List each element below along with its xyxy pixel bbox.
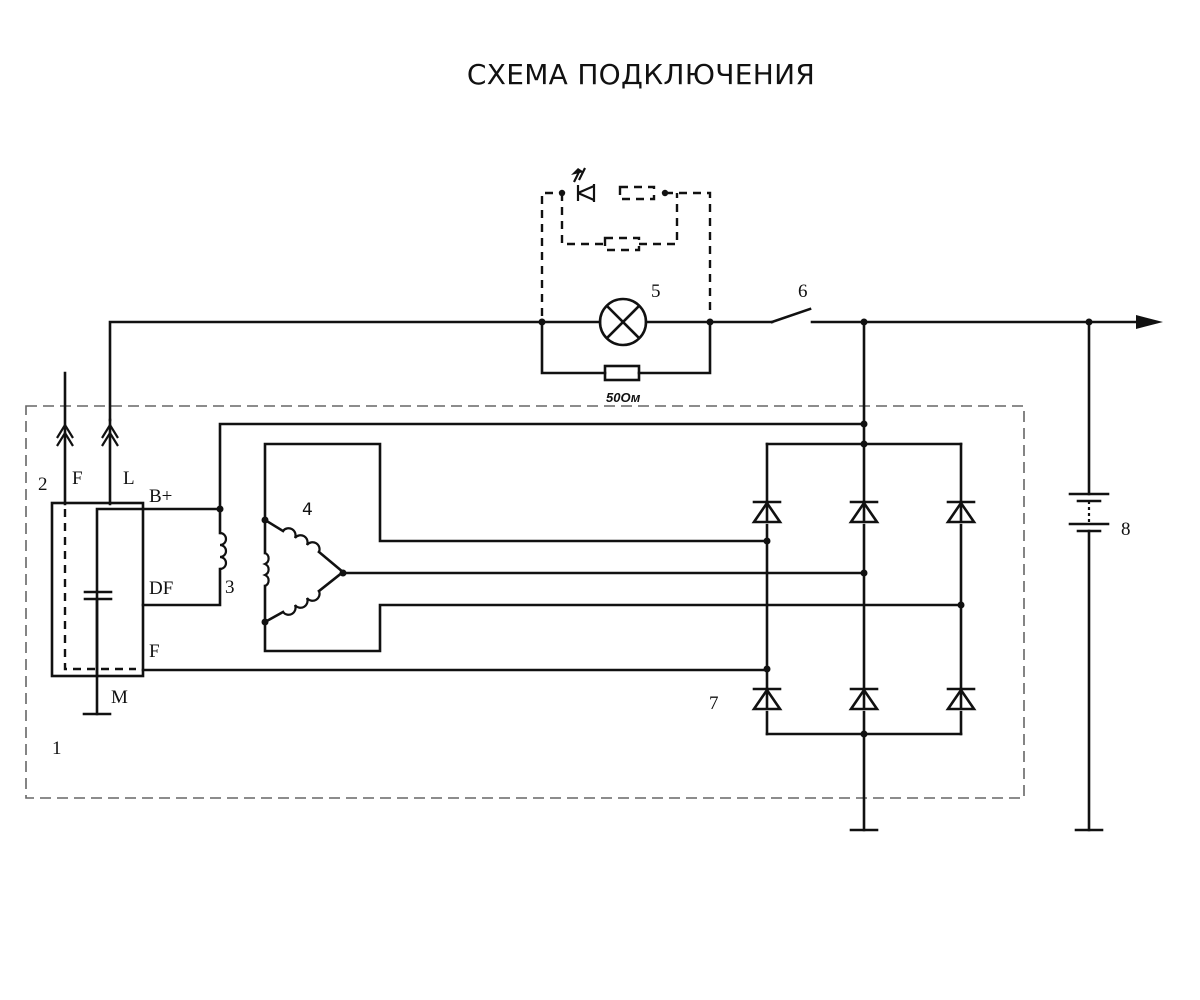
resistor-branch [540, 320, 712, 382]
junction-dot [860, 569, 868, 577]
terminal-df: DF [149, 578, 173, 599]
terminal-b-plus: B+ [149, 486, 172, 507]
led-alternative-circuit [540, 167, 712, 316]
junction-dot [763, 537, 771, 545]
label-battery: 8 [1121, 519, 1131, 540]
diode-icon [848, 687, 880, 711]
label-excitation-winding: 3 [225, 577, 235, 598]
label-indicator-lamp: 5 [651, 281, 661, 302]
junction-dot [860, 440, 868, 448]
terminal-f-top: F [72, 468, 83, 489]
battery-icon [1068, 320, 1110, 832]
terminal-m: M [111, 687, 128, 708]
output-arrow-icon [1136, 315, 1163, 329]
connector-pin-l [101, 418, 119, 506]
diode-icon [848, 500, 880, 524]
excitation-winding-icon [141, 507, 228, 607]
junction-dot [339, 569, 347, 577]
connector-pin-f [56, 371, 74, 506]
label-regulator: 1 [52, 738, 62, 759]
label-rectifier-bridge: 7 [709, 693, 719, 714]
rectifier-bridge [765, 320, 963, 832]
voltage-regulator [50, 501, 145, 716]
resistor-icon [603, 364, 641, 382]
diagram-title: СХЕМА ПОДКЛЮЧЕНИЯ [466, 58, 816, 91]
diode-icon [945, 687, 977, 711]
ignition-switch-icon [770, 307, 812, 324]
terminal-f-side: F [149, 641, 160, 662]
terminal-l-top: L [123, 468, 135, 489]
diode-icon [751, 687, 783, 711]
diode-icon [751, 500, 783, 524]
generator-frame [25, 405, 1025, 799]
junction-dot [261, 516, 269, 524]
b-plus-wire [141, 422, 866, 511]
indicator-lamp-icon [598, 297, 648, 347]
diode-icon [945, 500, 977, 524]
junction-dot [763, 665, 771, 673]
junction-dot [860, 730, 868, 738]
junction-dot [261, 618, 269, 626]
led-icon [571, 167, 596, 202]
label-connector: 2 [38, 474, 48, 495]
label-stator-winding: 4 [302, 500, 313, 520]
resistor-value: 50Ом [606, 390, 641, 405]
junction-dot [957, 601, 965, 609]
stator-winding-icon [262, 442, 963, 653]
label-ignition-switch: 6 [798, 281, 808, 302]
